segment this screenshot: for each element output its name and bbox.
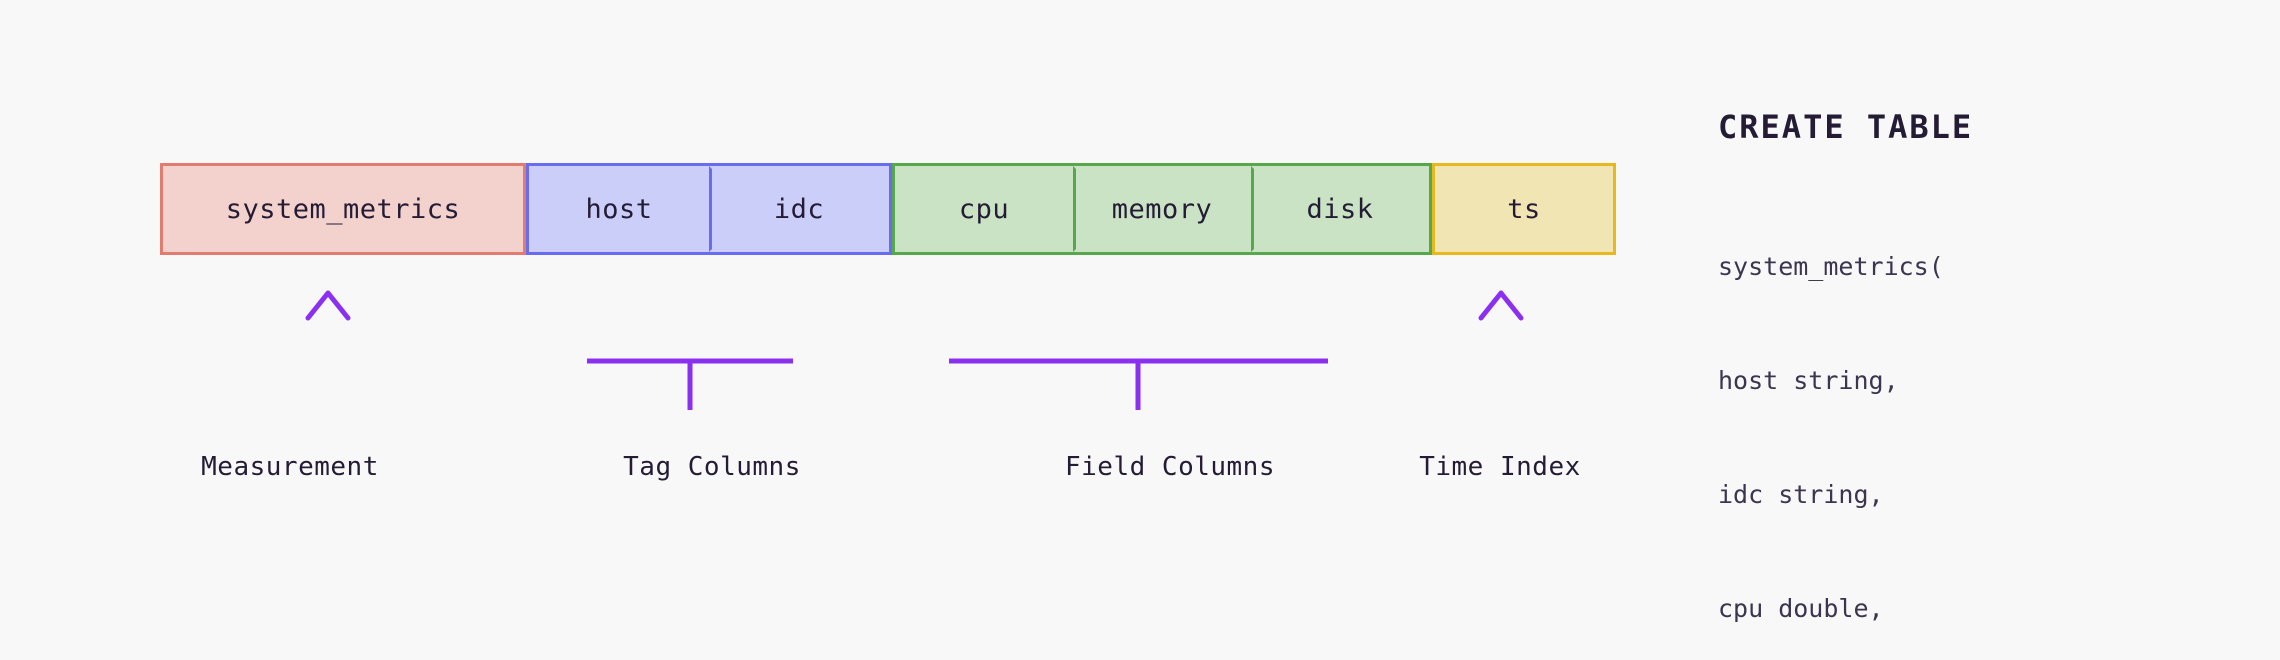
column-cell-ts: ts — [1507, 193, 1541, 225]
sql-line: system_metrics( — [1718, 248, 2238, 286]
caption-field-columns: Field Columns — [1065, 452, 1275, 482]
column-cell-cpu: cpu — [958, 193, 1010, 225]
measurement-group: system_metrics — [160, 163, 526, 255]
tag-columns-bracket-icon — [586, 295, 793, 410]
tag-columns-group: host idc — [526, 163, 892, 255]
caption-tag-columns: Tag Columns — [623, 452, 801, 482]
column-cell-host: host — [585, 193, 653, 225]
time-index-arrow-icon — [1478, 290, 1524, 400]
sql-line: idc string, — [1718, 476, 2238, 514]
column-cell-disk: disk — [1251, 166, 1429, 252]
sql-plain: idc string, — [1718, 480, 1884, 509]
sql-body: system_metrics( host string, idc string,… — [1718, 172, 2238, 660]
field-columns-group: cpu memory disk — [892, 163, 1432, 255]
sql-plain: host string, — [1718, 366, 1899, 395]
sql-line: host string, — [1718, 362, 2238, 400]
caption-measurement: Measurement — [201, 452, 379, 482]
measurement-arrow-icon — [305, 290, 351, 400]
column-cell-memory: memory — [1073, 166, 1251, 252]
caption-time-index: Time Index — [1419, 452, 1581, 482]
field-columns-bracket-icon — [948, 295, 1328, 410]
schema-bar: system_metrics host idc cpu memory disk … — [160, 163, 1616, 255]
sql-plain: system_metrics( — [1718, 252, 1944, 281]
sql-line: cpu double, — [1718, 590, 2238, 628]
sql-title: CREATE TABLE — [1718, 108, 1974, 146]
column-cell-measurement: system_metrics — [225, 193, 461, 225]
sql-panel: CREATE TABLE system_metrics( host string… — [1718, 108, 2238, 660]
column-cell-idc: idc — [709, 166, 889, 252]
time-index-group: ts — [1432, 163, 1616, 255]
sql-plain: cpu double, — [1718, 594, 1884, 623]
